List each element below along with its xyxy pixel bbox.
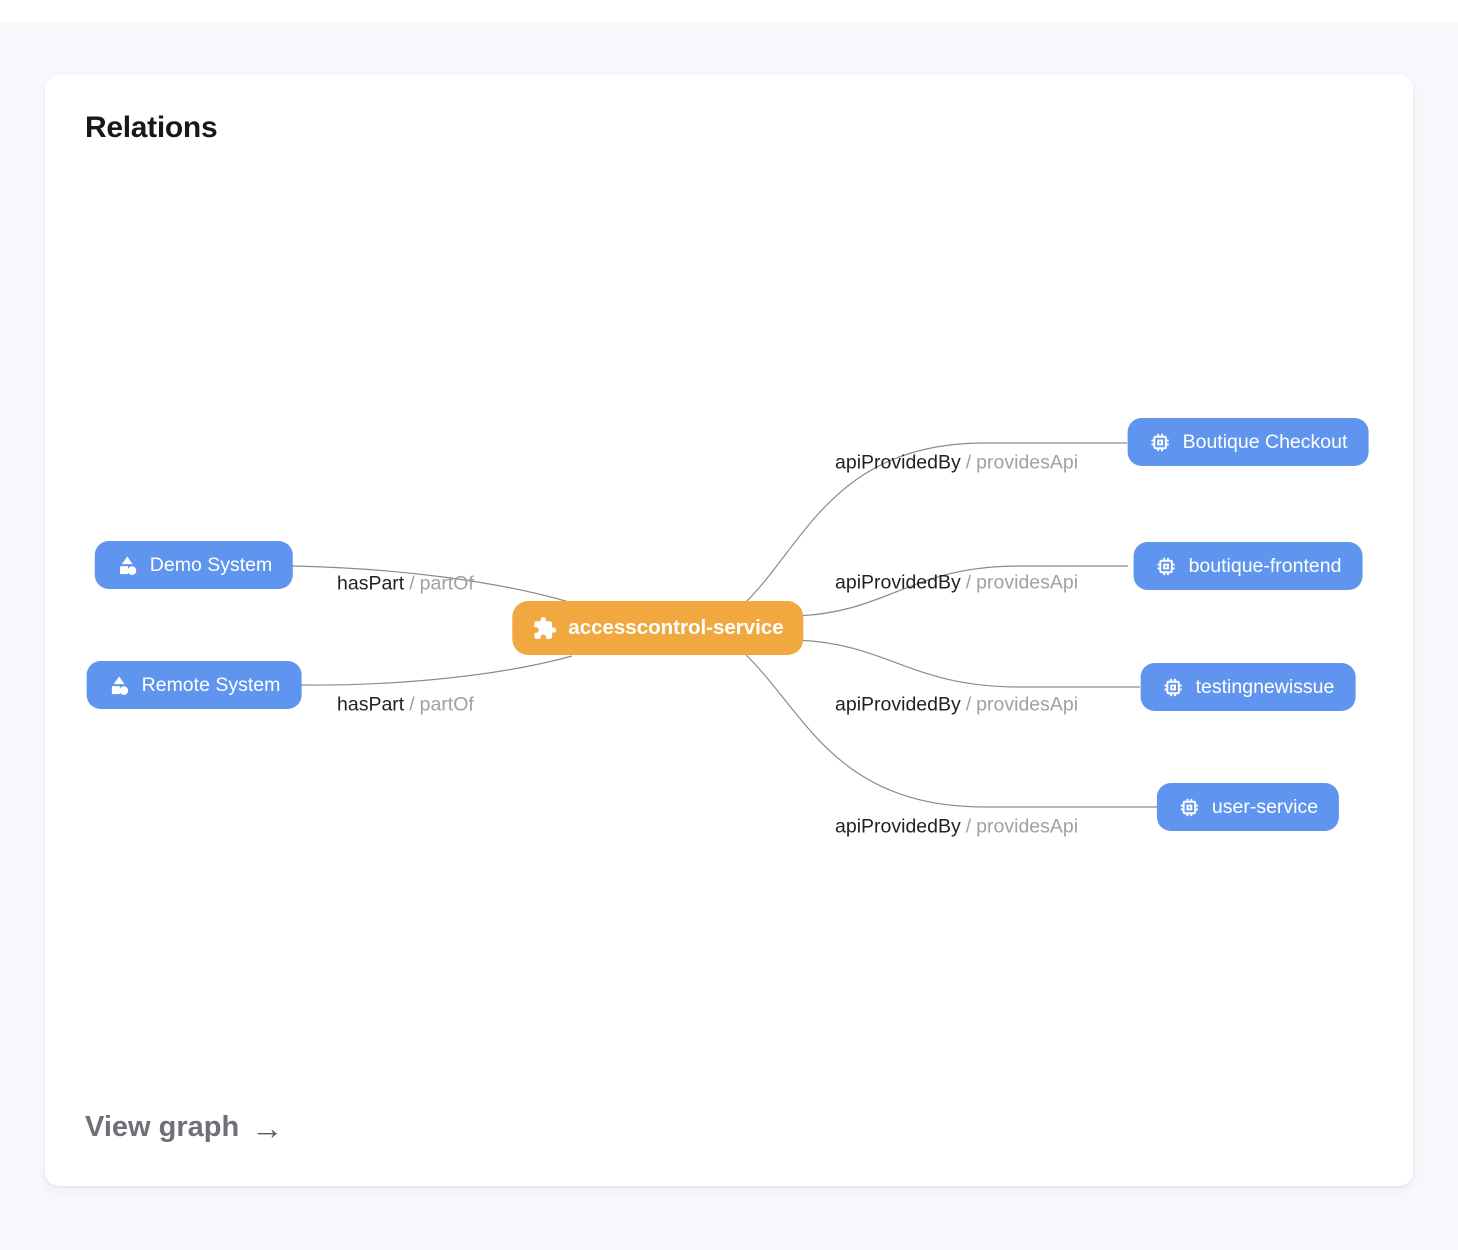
edge-label-apiprovidedby-4: apiProvidedBy/providesApi xyxy=(835,816,1078,839)
edge-label-secondary: providesApi xyxy=(976,693,1079,716)
edge-label-secondary: providesApi xyxy=(976,815,1079,838)
edge-label-separator: / xyxy=(965,571,972,594)
api-chip-icon xyxy=(1162,676,1185,699)
edge-user-service xyxy=(745,654,1157,808)
edge-label-separator: / xyxy=(965,815,972,838)
edge-label-apiprovidedby-3: apiProvidedBy/providesApi xyxy=(835,694,1078,717)
edge-label-primary: apiProvidedBy xyxy=(835,451,961,474)
edge-label-secondary: providesApi xyxy=(976,451,1079,474)
node-boutique-frontend[interactable]: boutique-frontend xyxy=(1133,542,1363,590)
edge-label-haspart-1: hasPart/partOf xyxy=(337,573,474,596)
node-user-service[interactable]: user-service xyxy=(1156,783,1340,831)
edge-label-haspart-2: hasPart/partOf xyxy=(337,694,474,717)
arrow-right-icon: → xyxy=(251,1109,284,1146)
edge-label-secondary: providesApi xyxy=(976,571,1079,594)
edge-label-primary: apiProvidedBy xyxy=(835,815,961,838)
node-label: Boutique Checkout xyxy=(1182,430,1348,453)
edge-label-separator: / xyxy=(409,693,415,716)
edge-label-separator: / xyxy=(965,693,972,716)
page-top-strip xyxy=(0,0,1458,23)
system-shapes-icon xyxy=(116,554,139,577)
node-boutique-checkout[interactable]: Boutique Checkout xyxy=(1127,418,1369,466)
edge-label-secondary: partOf xyxy=(419,693,474,716)
edge-label-primary: hasPart xyxy=(337,693,405,716)
edge-testingnewissue xyxy=(796,639,1140,688)
node-label: user-service xyxy=(1211,795,1319,818)
node-testingnewissue[interactable]: testingnewissue xyxy=(1140,663,1356,711)
edge-label-secondary: partOf xyxy=(419,572,474,595)
edge-label-separator: / xyxy=(409,572,415,595)
edge-label-separator: / xyxy=(965,451,972,474)
edge-remote-system xyxy=(299,655,573,686)
edge-label-primary: apiProvidedBy xyxy=(835,571,961,594)
relations-card: Relations Demo System Remote System xyxy=(45,75,1413,1186)
view-graph-label: View graph xyxy=(85,1111,240,1143)
edge-label-apiprovidedby-2: apiProvidedBy/providesApi xyxy=(835,572,1078,595)
node-accesscontrol-service[interactable]: accesscontrol-service xyxy=(512,601,804,655)
node-demo-system[interactable]: Demo System xyxy=(94,541,294,589)
view-graph-link[interactable]: View graph → xyxy=(85,1111,283,1144)
system-shapes-icon xyxy=(108,674,131,697)
card-title: Relations xyxy=(85,111,218,144)
node-label: Remote System xyxy=(141,673,281,696)
node-label: testingnewissue xyxy=(1195,675,1335,698)
edge-label-primary: hasPart xyxy=(337,572,405,595)
node-label: accesscontrol-service xyxy=(568,616,784,639)
node-remote-system[interactable]: Remote System xyxy=(86,661,302,709)
api-chip-icon xyxy=(1155,555,1178,578)
node-label: boutique-frontend xyxy=(1188,554,1342,577)
api-chip-icon xyxy=(1178,796,1201,819)
edge-label-primary: apiProvidedBy xyxy=(835,693,961,716)
edge-label-apiprovidedby-1: apiProvidedBy/providesApi xyxy=(835,452,1078,475)
puzzle-icon xyxy=(532,616,557,641)
node-label: Demo System xyxy=(149,553,273,576)
api-chip-icon xyxy=(1149,431,1172,454)
